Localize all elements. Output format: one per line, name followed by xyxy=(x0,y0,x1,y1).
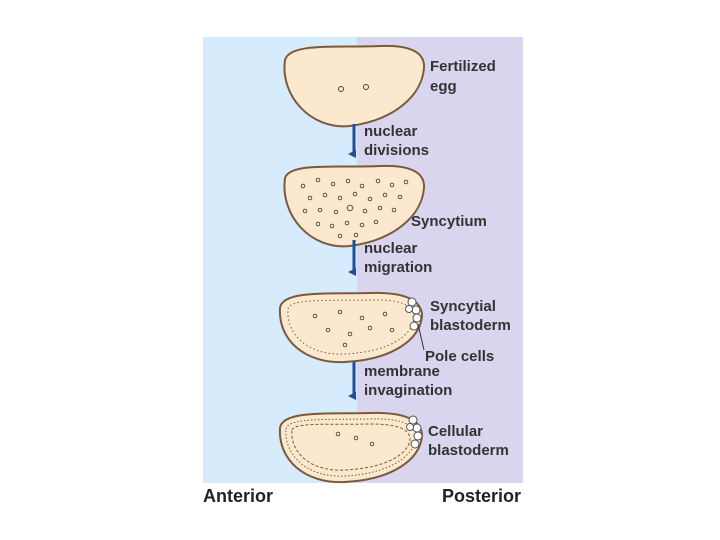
syncytial-blastoderm-label: Syncytial blastoderm xyxy=(430,298,511,334)
nuclear-migration-label: nuclear migration xyxy=(364,240,432,276)
syncytium-label: Syncytium xyxy=(411,213,487,230)
syncytium-shape xyxy=(283,164,426,248)
membrane-invagination-label: membrane invagination xyxy=(364,363,452,399)
pole-cells-label: Pole cells xyxy=(425,348,494,365)
pole-cells-cluster-2 xyxy=(406,415,423,449)
syncytial-blastoderm-shape xyxy=(278,291,424,364)
pole-cells-cluster xyxy=(405,297,422,331)
nuclear-divisions-label: nuclear divisions xyxy=(364,123,429,159)
anterior-label: Anterior xyxy=(203,486,273,506)
cellular-blastoderm-shape xyxy=(278,411,424,484)
fertilized-egg-label: Fertilized egg xyxy=(430,58,500,95)
pole-cells-pointer xyxy=(417,323,425,351)
cellular-blastoderm-label: Cellular blastoderm xyxy=(428,423,509,459)
posterior-label: Posterior xyxy=(442,486,521,506)
fertilized-egg-shape xyxy=(283,44,426,128)
